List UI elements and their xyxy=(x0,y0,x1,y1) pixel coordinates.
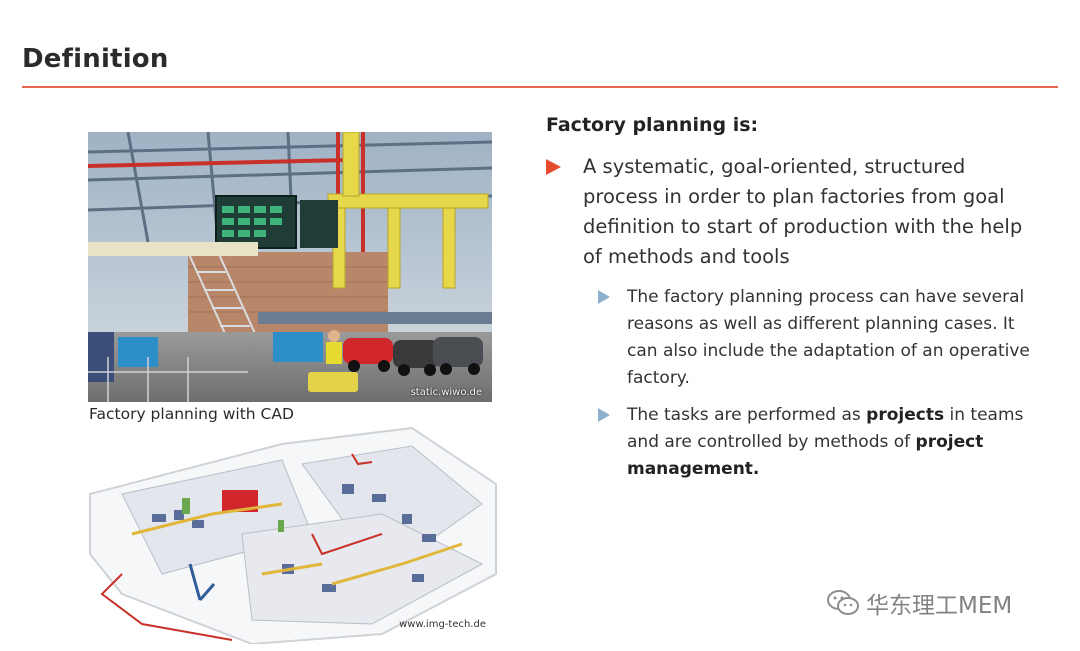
watermark-text: 华东理工MEM xyxy=(866,593,1013,619)
watermark: 华东理工MEM xyxy=(826,586,1012,620)
blue-triangle-bullet-icon xyxy=(598,408,610,422)
blue-triangle-bullet-icon xyxy=(598,290,610,304)
factory-cad-image: static.wiwo.de xyxy=(88,132,492,402)
sub-bullet-bold-projects: projects xyxy=(866,405,945,425)
plan-credit: www.img-tech.de xyxy=(399,619,486,630)
main-bullet-text: A systematic, goal-oriented, structured … xyxy=(583,155,1023,268)
sub-bullet-text: The factory planning process can have se… xyxy=(627,284,1048,392)
slide-title: Definition xyxy=(22,44,169,74)
sub-bullet-text-part: The tasks are performed as xyxy=(627,405,867,425)
red-triangle-bullet-icon xyxy=(546,159,561,175)
factory-plan-image: www.img-tech.de xyxy=(82,424,500,644)
factory-cad-illustration xyxy=(88,132,492,402)
sub-bullet-reasons: The factory planning process can have se… xyxy=(598,284,1048,392)
sub-bullet-text: The tasks are performed as projects in t… xyxy=(627,402,1048,483)
sub-bullet-bold-project-management: project management. xyxy=(627,432,984,479)
photo-credit: static.wiwo.de xyxy=(410,387,482,398)
photo-caption: Factory planning with CAD xyxy=(89,405,294,423)
title-divider xyxy=(22,86,1058,88)
sub-bullet-text-part: The factory planning process can have se… xyxy=(627,287,1030,388)
factory-plan-illustration xyxy=(89,426,497,644)
definition-heading: Factory planning is: xyxy=(546,114,759,136)
sub-bullet-projects: The tasks are performed as projects in t… xyxy=(598,402,1048,483)
sub-bullet-text-part: in teams and are controlled by methods o… xyxy=(627,405,1024,452)
wechat-icon xyxy=(827,590,859,615)
main-bullet: A systematic, goal-oriented, structured … xyxy=(546,152,1036,272)
